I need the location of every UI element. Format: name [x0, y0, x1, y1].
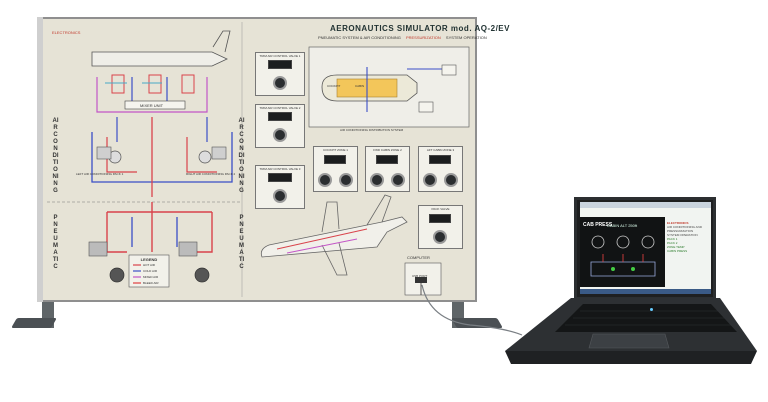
- laptop-base: [505, 298, 757, 364]
- control-label-2: TRIM AIR CONTROL VALVE 2: [259, 106, 301, 110]
- knob-fwd-cabin-2[interactable]: [391, 173, 405, 187]
- panel-side-edge: [37, 17, 43, 302]
- cabin-label-cockpit: COCKPIT: [327, 84, 341, 88]
- lcd-display-2: [268, 112, 292, 121]
- pack-left-label: LEFT AIR CONDITIONING PACK 1: [76, 172, 124, 176]
- pneumatic-diagram: [47, 22, 470, 297]
- label-pneumatic-right: PNEUMATIC: [238, 215, 245, 270]
- knob-aft-cabin-2[interactable]: [444, 173, 458, 187]
- knob-cockpit-2[interactable]: [339, 173, 353, 187]
- app-side-line-3: SYSTEM OPERATION: [667, 233, 698, 237]
- legend-item-bleed: BLEED AIR: [143, 281, 159, 285]
- usb-port-label: USB PORT: [412, 274, 428, 278]
- panel-subtitle: PNEUMATIC SYSTEM & AIR CONDITIONING PRES…: [318, 35, 487, 40]
- app-title: CAB PRESS: [583, 222, 613, 228]
- stand-foot-left: [11, 318, 57, 328]
- lcd-display-cockpit: [324, 155, 346, 164]
- legend-item-cold: COLD AIR: [143, 269, 158, 273]
- app-side-line-6[interactable]: ZONE TEMP: [667, 245, 685, 249]
- brand-logo-text: ELECTRONICS: [52, 30, 81, 35]
- control-label-1: TRIM AIR CONTROL VALVE 1: [259, 54, 301, 58]
- lcd-display-aft-cabin: [429, 155, 451, 164]
- app-titlebar: [580, 202, 711, 208]
- pack-valve-label: PACK VALVE: [431, 207, 450, 211]
- lcd-display-pack-valve: [429, 214, 451, 223]
- zone-label-fwd-cabin: FWD CABIN ZONE 2: [373, 148, 402, 152]
- label-air-conditioning-right: AIR CONDITIONING: [238, 118, 245, 194]
- app-subtitle: CABIN ALT 250ft: [607, 223, 638, 228]
- app-schematic: [590, 235, 656, 277]
- zone-label-aft-cabin: AFT CABIN ZONE 3: [426, 148, 455, 152]
- knob-cockpit[interactable]: [318, 173, 332, 187]
- legend-item-hot: HOT AIR: [143, 263, 155, 267]
- app-side-line-2: PRESSURIZATION: [667, 229, 694, 233]
- knob-fwd-cabin[interactable]: [370, 173, 384, 187]
- legend-item-mixed: MIXED AIR: [143, 275, 159, 279]
- knob-pack-valve[interactable]: [433, 230, 447, 244]
- app-dark-panel: [580, 217, 665, 287]
- app-side-heading: ELECTRONICS: [667, 221, 689, 225]
- power-led-icon: [650, 308, 653, 311]
- app-side-line-1: AIR CONDITIONING AND: [667, 225, 703, 229]
- panel-title: AERONAUTICS SIMULATOR mod. AQ-2/EV: [330, 24, 510, 33]
- control-label-3: TRIM AIR CONTROL VALVE 3: [259, 167, 301, 171]
- legend-title: LEGEND: [140, 257, 158, 262]
- knob-2[interactable]: [273, 128, 287, 142]
- lcd-display-fwd-cabin: [376, 155, 398, 164]
- mixer-unit-label: MIXER UNIT: [140, 103, 164, 108]
- app-side-panel: ELECTRONICS AIR CONDITIONING AND PRESSUR…: [667, 221, 709, 253]
- laptop-taskbar: [580, 289, 711, 294]
- subtitle-mid: PRESSURIZATION: [405, 35, 441, 40]
- pack-right-label: RIGHT AIR CONDITIONING PACK 2: [186, 172, 236, 176]
- knob-3[interactable]: [273, 189, 287, 203]
- subtitle-right: SYSTEM OPERATION: [445, 35, 487, 40]
- label-pneumatic-left: PNEUMATIC: [52, 215, 59, 270]
- knob-1[interactable]: [273, 76, 287, 90]
- app-side-line-7[interactable]: CABIN PRESS: [667, 249, 688, 253]
- pressurization-label: AIR CONDITIONING DISTRIBUTION SYSTEM: [340, 128, 404, 132]
- knob-aft-cabin[interactable]: [423, 173, 437, 187]
- label-air-conditioning-left: AIR CONDITIONING: [52, 118, 59, 194]
- usb-cable: [421, 284, 523, 336]
- lcd-display-1: [268, 60, 292, 69]
- zone-label-cockpit: COCKPIT ZONE 1: [323, 148, 348, 152]
- lcd-display-3: [268, 173, 292, 182]
- cabin-label-cabin: CABIN: [355, 84, 365, 88]
- computer-label: COMPUTER: [407, 255, 430, 260]
- app-side-line-4[interactable]: PACK 1: [667, 237, 678, 241]
- subtitle-left: PNEUMATIC SYSTEM & AIR CONDITIONING: [318, 35, 401, 40]
- app-side-line-5[interactable]: PACK 2: [667, 241, 678, 245]
